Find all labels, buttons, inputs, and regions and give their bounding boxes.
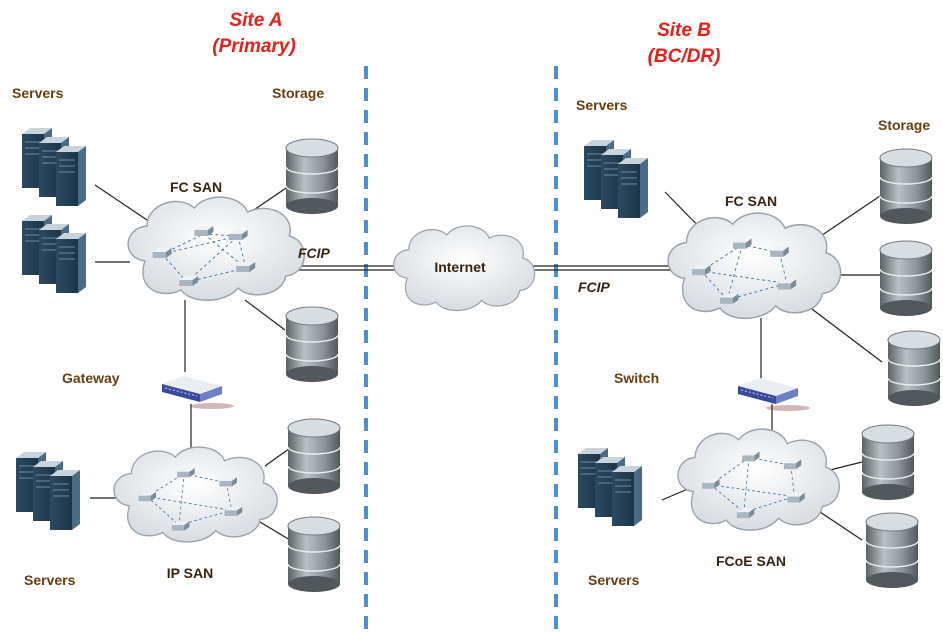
site-b-servers-label-top: Servers (576, 97, 628, 113)
site-b-servers-label-bottom: Servers (588, 572, 640, 588)
san-cloud-icon (113, 446, 278, 543)
storage-cylinder-icon (879, 240, 933, 317)
site-b-subtitle: (BC/DR) (648, 46, 721, 67)
storage-cylinder-icon (285, 138, 339, 215)
server-rack-icon (22, 128, 86, 206)
site-b-fcip-label: FCIP (578, 279, 611, 295)
site-a-storage-label: Storage (272, 85, 324, 101)
san-cloud-icon (677, 428, 841, 531)
storage-cylinder-icon (879, 148, 933, 225)
server-rack-icon (584, 140, 648, 218)
storage-cylinder-icon (285, 306, 339, 383)
site-b-storage-label: Storage (878, 117, 930, 133)
storage-cylinder-icon (887, 330, 941, 407)
site-a-servers-label-bottom: Servers (24, 572, 76, 588)
server-rack-icon (22, 215, 86, 293)
site-a-gateway-label: Gateway (62, 370, 120, 386)
san-cloud-icon (127, 196, 306, 302)
site-a-links (90, 183, 400, 541)
site-b-fc-san-label: FC SAN (725, 193, 777, 209)
gateway-icon (161, 375, 235, 410)
storage-cylinder-icon (861, 424, 915, 501)
site-a-servers-label-top: Servers (12, 85, 64, 101)
san-cloud-icon (667, 212, 842, 320)
site-a-title: Site A (229, 10, 282, 31)
switch-icon (737, 377, 811, 412)
site-b-switch-label: Switch (614, 370, 659, 386)
storage-cylinder-icon (287, 516, 341, 593)
server-rack-icon (16, 452, 80, 530)
storage-cylinder-icon (287, 418, 341, 495)
site-a-ip-san-label: IP SAN (167, 565, 213, 581)
server-rack-icon (578, 448, 642, 526)
site-a-subtitle: (Primary) (212, 36, 295, 57)
site-a-fcip-label: FCIP (298, 245, 331, 261)
site-b-title: Site B (657, 20, 711, 41)
site-b-fcoe-san-label: FCoE SAN (716, 553, 786, 569)
site-a-fc-san-label: FC SAN (170, 179, 222, 195)
storage-cylinder-icon (865, 512, 919, 589)
internet-label: Internet (434, 259, 486, 275)
